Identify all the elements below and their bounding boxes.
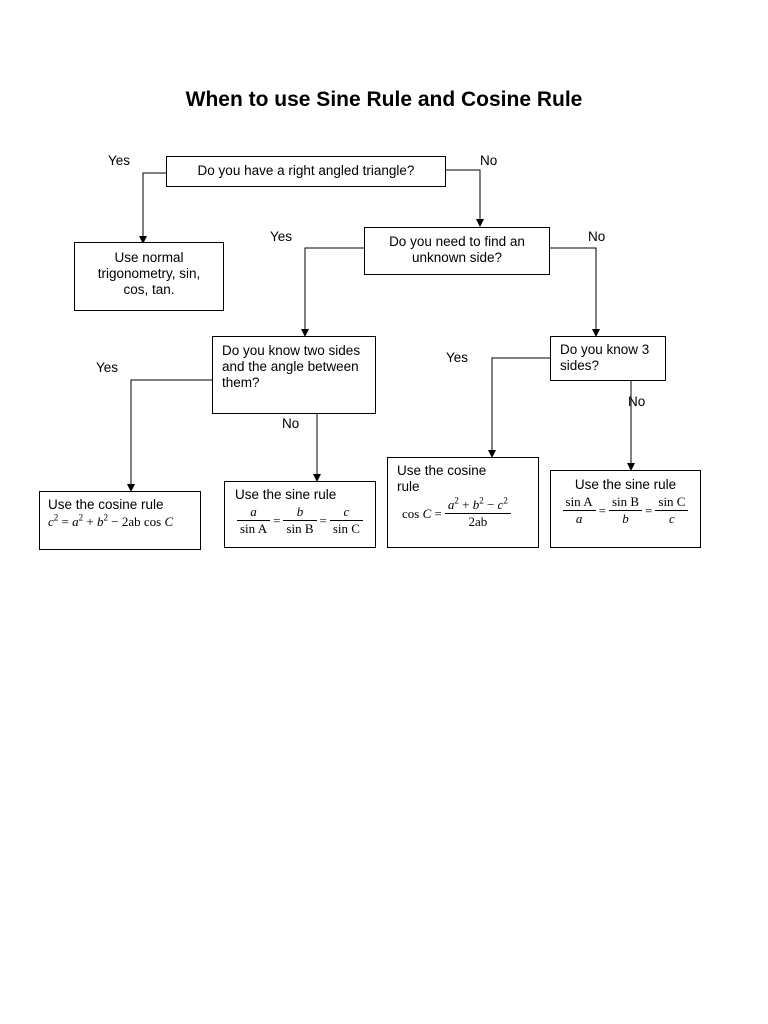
node-text: Do you know 3 sides? bbox=[560, 342, 650, 373]
node-text: Use the sine rule bbox=[235, 487, 337, 502]
arrow-three-sides-yes bbox=[488, 357, 550, 458]
arrow-right-angle-yes bbox=[139, 172, 166, 244]
node-text: Do you need to find an unknown side? bbox=[389, 234, 525, 265]
label-yes-right-angle: Yes bbox=[108, 153, 131, 168]
node-text: Use normal trigonometry, sin, cos, tan. bbox=[97, 250, 201, 297]
node-text: Do you have a right angled triangle? bbox=[197, 163, 415, 178]
arrow-find-side-yes bbox=[301, 247, 364, 337]
label-yes-three-sides: Yes bbox=[446, 350, 469, 365]
label-yes-find-side: Yes bbox=[270, 229, 293, 244]
arrow-find-side-no bbox=[549, 247, 600, 337]
node-two-sides-angle-question: Do you know two sides and the angle betw… bbox=[212, 336, 376, 414]
node-text: Do you know two sides and the angle betw… bbox=[222, 343, 361, 390]
label-no-two-sides: No bbox=[282, 416, 300, 431]
label-no-right-angle: No bbox=[480, 153, 498, 168]
node-normal-trig: Use normal trigonometry, sin, cos, tan. bbox=[74, 242, 224, 311]
page-title: When to use Sine Rule and Cosine Rule bbox=[185, 88, 583, 111]
arrow-right-angle-no bbox=[446, 169, 484, 227]
label-no-three-sides: No bbox=[628, 394, 646, 409]
node-text: Use the sine rule bbox=[574, 477, 677, 492]
node-text: Use the cosine rule bbox=[48, 497, 164, 512]
node-right-angle-question: Do you have a right angled triangle? bbox=[166, 156, 446, 187]
label-yes-two-sides: Yes bbox=[96, 360, 119, 375]
formula-cosine-side: c2 = a2 + b2 − 2ab cos C bbox=[48, 512, 174, 529]
node-cosine-rule-side: Use the cosine rule c2 = a2 + b2 − 2ab c… bbox=[39, 491, 201, 550]
label-no-find-side: No bbox=[588, 229, 606, 244]
node-find-side-question: Do you need to find an unknown side? bbox=[364, 227, 550, 275]
node-text: Use the cosine rule bbox=[397, 463, 487, 494]
arrow-two-sides-yes bbox=[127, 379, 212, 492]
node-three-sides-question: Do you know 3 sides? bbox=[550, 336, 666, 381]
